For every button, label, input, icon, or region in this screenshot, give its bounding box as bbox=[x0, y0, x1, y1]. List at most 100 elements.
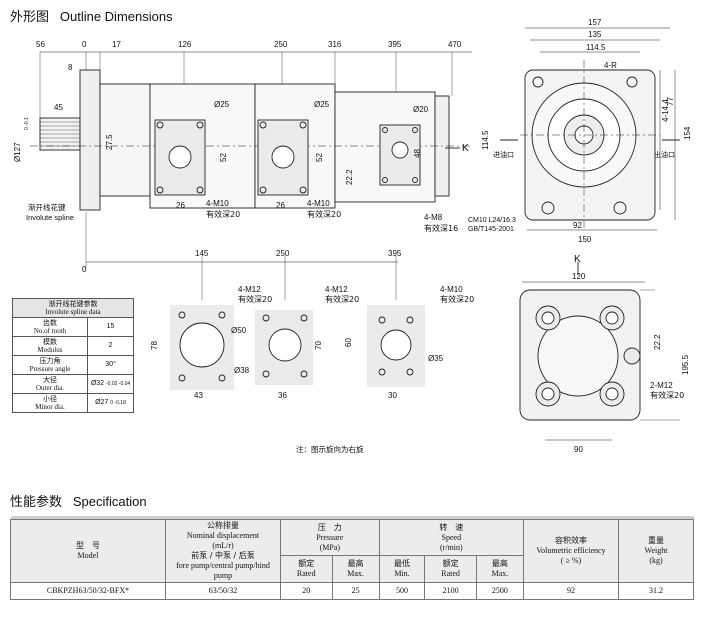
end-dim-150: 150 bbox=[578, 235, 592, 244]
row2-dim-250: 250 bbox=[276, 249, 290, 258]
port-b-depth: 有效深20 bbox=[307, 209, 341, 219]
table-row: CBKPZH63/50/32-BFX* 63/50/32 20 25 500 2… bbox=[10, 582, 694, 600]
spec-table: 型 号 Model 公称排量 Nominal displacement (mL/… bbox=[10, 516, 694, 600]
spec-sub-rated2-cn: 额定 bbox=[442, 559, 459, 568]
side-view-dims: 56 0 17 126 250 316 395 470 8 45 Ø127 0 … bbox=[13, 40, 469, 233]
flange3-thread: 4-M10 bbox=[440, 285, 463, 294]
shaft-diameter: Ø127 bbox=[13, 142, 22, 162]
k-view-90: 90 bbox=[574, 445, 583, 454]
spec-press-unit: (MPa) bbox=[319, 542, 341, 552]
flange1-dia: Ø50 bbox=[231, 326, 247, 335]
port-b-w: 26 bbox=[276, 201, 285, 210]
row2-dim-0: 0 bbox=[82, 265, 87, 274]
spec-weight-unit: (kg) bbox=[649, 556, 663, 565]
spec-sub-min-cn: 最低 bbox=[393, 559, 410, 568]
k-view bbox=[519, 262, 680, 441]
dim-27-5: 27.5 bbox=[105, 134, 114, 150]
spec-eff-unit: ( ≥ %) bbox=[560, 556, 582, 565]
flange2-w: 36 bbox=[278, 391, 287, 400]
port-a-thread: 4-M10 bbox=[206, 199, 229, 208]
port-c-thread: 4-M8 bbox=[424, 213, 443, 222]
dim-470: 470 bbox=[448, 40, 462, 49]
spec-s-rated-value: 2100 bbox=[424, 582, 477, 600]
spec-s-max-value: 2500 bbox=[475, 582, 525, 600]
port-c-depth: 有效深16 bbox=[424, 223, 458, 233]
port-b-dia: Ø25 bbox=[314, 100, 330, 109]
end-dim-157: 157 bbox=[588, 18, 602, 27]
dim-17: 17 bbox=[112, 40, 121, 49]
spec-disp-value: 63/50/32 bbox=[165, 582, 281, 600]
k-view-depth: 有效深20 bbox=[650, 390, 684, 400]
spec-p-rated-value: 20 bbox=[280, 582, 333, 600]
flange2-thread: 4-M12 bbox=[325, 285, 348, 294]
dim-395: 395 bbox=[388, 40, 402, 49]
spec-disp-en: Nominal displacement bbox=[186, 531, 260, 540]
spec-disp-unit: (mL/r) bbox=[212, 541, 234, 550]
spec-weight-en: Weight bbox=[644, 546, 668, 555]
spec-title-cn: 性能参数 bbox=[10, 495, 63, 510]
end-dim-114-5: 114.5 bbox=[586, 43, 606, 52]
port-c-w: 22.2 bbox=[345, 169, 354, 185]
spec-disp-pumps-cn: 前泵 / 中泵 / 后泵 bbox=[191, 551, 255, 560]
spec-sub-rated-en: Rated bbox=[296, 569, 316, 578]
port-a-w: 26 bbox=[176, 201, 185, 210]
side-view bbox=[30, 51, 472, 268]
end-dim-4r: 4-R bbox=[604, 61, 617, 70]
spline-header-en: Involute spline data bbox=[45, 308, 101, 316]
spec-s-min-value: 500 bbox=[378, 582, 426, 600]
port-c-h: 48 bbox=[413, 149, 422, 158]
k-view-label: K bbox=[574, 254, 581, 265]
outline-title: 外形图 Outline Dimensions bbox=[10, 6, 173, 25]
port-b-h: 52 bbox=[315, 153, 324, 162]
spline-label-en: Involute spline bbox=[26, 213, 74, 222]
flange3-w: 30 bbox=[388, 391, 397, 400]
spec-model-cn: 型 号 bbox=[76, 541, 100, 550]
spec-disp-cn: 公称排量 bbox=[207, 521, 239, 530]
rotation-note: 注：图示旋向为右旋 bbox=[296, 444, 364, 454]
spec-eff-en: Volumetric efficiency bbox=[536, 546, 606, 555]
spec-model-value: CBKPZH63/50/32-BFX* bbox=[10, 582, 166, 600]
port-c-dia: Ø20 bbox=[413, 105, 429, 114]
spec-sub-rated-cn: 额定 bbox=[298, 559, 315, 568]
k-view-dims: K 120 22.2 195.5 2-M12 有效深20 90 bbox=[572, 254, 690, 454]
inlet-label: 进油口 bbox=[493, 150, 514, 159]
spec-eff-header: 容积效率 Volumetric efficiency ( ≥ %) bbox=[523, 519, 619, 583]
end-dim-135: 135 bbox=[588, 30, 602, 39]
dim-250: 250 bbox=[274, 40, 288, 49]
end-view-dims: 157 135 114.5 4-R 4-14.4 77 154 114.5 进油… bbox=[468, 18, 692, 244]
flange3-h: 60 bbox=[344, 338, 353, 347]
spec-weight-value: 31.2 bbox=[618, 582, 694, 600]
flange1-depth: 有效深20 bbox=[238, 294, 272, 304]
spec-speed-cn: 转 速 bbox=[439, 522, 464, 532]
flange-row-dims: 0 145 250 395 4-M12 有效深20 Ø50 78 43 Ø38 … bbox=[82, 249, 474, 454]
port-b-thread: 4-M10 bbox=[307, 199, 330, 208]
end-view bbox=[500, 27, 680, 231]
row2-dim-395: 395 bbox=[388, 249, 402, 258]
end-dim-92: 92 bbox=[573, 221, 582, 230]
spline-row-cn: 齿数 bbox=[43, 319, 57, 327]
spline-row-en: Outer dia. bbox=[36, 384, 64, 392]
spec-sub-max2-cn: 最高 bbox=[491, 559, 508, 568]
outlet-label: 出油口 bbox=[654, 150, 675, 159]
spec-speed-en: Speed bbox=[441, 532, 462, 542]
spline-row-en: No.of tooth bbox=[33, 327, 67, 335]
flange2-depth: 有效深20 bbox=[325, 294, 359, 304]
end-dim-114-5-v: 114.5 bbox=[481, 130, 490, 150]
port-a-h: 52 bbox=[219, 153, 228, 162]
spec-weight-header: 重量 Weight (kg) bbox=[618, 519, 694, 583]
spec-speed-header: 转 速 Speed (r/min) bbox=[378, 519, 525, 556]
flange3-depth: 有效深20 bbox=[440, 294, 474, 304]
spline-row-tol: 0 -0.18 bbox=[110, 400, 126, 406]
spline-row-cn: 大径 bbox=[43, 376, 57, 384]
end-dim-154: 154 bbox=[683, 126, 692, 140]
flange3-dia: Ø35 bbox=[428, 354, 444, 363]
flange2-h: 70 bbox=[314, 341, 323, 350]
